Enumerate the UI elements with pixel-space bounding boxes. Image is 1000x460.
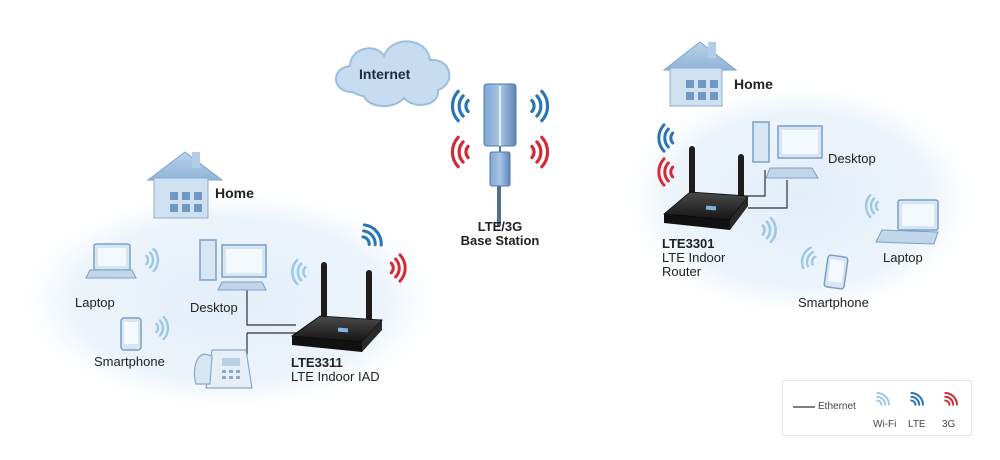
base-station-tower-icon	[483, 83, 517, 226]
lte3301-router-icon	[663, 146, 749, 230]
legend-wifi-icon	[876, 392, 890, 406]
lte3311-router-icon	[290, 262, 383, 352]
right-smartphone-label: Smartphone	[798, 295, 869, 310]
tower-3g-wave-right-icon	[530, 135, 550, 169]
telephone-icon	[193, 349, 253, 389]
base-station-label-line1: LTE/3G	[477, 219, 523, 234]
lte3301-desc-line2: Router	[662, 264, 702, 279]
tower-lte-wave-left-icon	[450, 89, 470, 123]
lte3311-model-label: LTE3311	[291, 355, 343, 370]
legend-wave-swatches	[876, 392, 958, 406]
tower-lte-wave-right-icon	[530, 89, 550, 123]
left-laptop-label: Laptop	[75, 295, 115, 310]
legend-ethernet-label: Ethernet	[818, 401, 856, 412]
right-house-icon	[662, 41, 738, 107]
right-smartphone-wifi-wave-icon	[800, 246, 817, 270]
right-ethernet-lines	[748, 170, 788, 209]
lte3301-model-label: LTE3301	[662, 236, 715, 251]
legend: Ethernet Wi-Fi LTE 3G	[782, 380, 972, 436]
internet-cloud-icon	[335, 40, 451, 107]
left-home-label: Home	[215, 185, 254, 201]
legend-lte-label: LTE	[908, 419, 926, 430]
lte3301-lte-wave-icon	[657, 123, 675, 153]
left-home-area	[5, 182, 455, 418]
right-laptop-icon	[875, 199, 939, 245]
lte3301-wifi-wave-icon	[761, 216, 777, 244]
legend-lte-icon	[910, 392, 924, 406]
internet-label: Internet	[359, 66, 411, 82]
left-ethernet-lines	[246, 290, 304, 355]
right-desktop-label: Desktop	[828, 151, 876, 166]
left-house-icon	[146, 151, 224, 219]
left-laptop-wifi-wave-icon	[145, 247, 160, 273]
legend-wifi-label: Wi-Fi	[873, 419, 897, 430]
base-station-label-line2: Base Station	[460, 233, 540, 248]
right-smartphone-icon	[823, 254, 849, 290]
left-smartphone-icon	[120, 317, 142, 351]
legend-3g-label: 3G	[942, 419, 956, 430]
lte3311-desc-label: LTE Indoor IAD	[291, 369, 380, 384]
right-desktop-icon	[752, 121, 823, 179]
left-smartphone-label: Smartphone	[94, 354, 165, 369]
right-home-label: Home	[734, 76, 773, 92]
left-desktop-icon	[199, 239, 267, 291]
left-smartphone-wifi-wave-icon	[155, 315, 170, 341]
lte3311-wifi-wave-icon	[291, 258, 307, 286]
left-desktop-label: Desktop	[190, 300, 238, 315]
right-home-area	[610, 75, 990, 325]
legend-3g-icon	[944, 392, 958, 406]
legend-graphics	[793, 392, 958, 408]
left-laptop-icon	[85, 243, 137, 279]
lte3301-3g-wave-icon	[657, 157, 675, 187]
lte3301-desc-line1: LTE Indoor	[662, 250, 726, 265]
right-laptop-label: Laptop	[883, 250, 923, 265]
signal-waves	[145, 89, 879, 341]
right-laptop-wifi-wave-icon	[864, 193, 879, 219]
lte3311-lte-wave-icon	[361, 223, 383, 247]
lte3311-3g-wave-icon	[389, 253, 407, 283]
tower-3g-wave-left-icon	[450, 135, 470, 169]
